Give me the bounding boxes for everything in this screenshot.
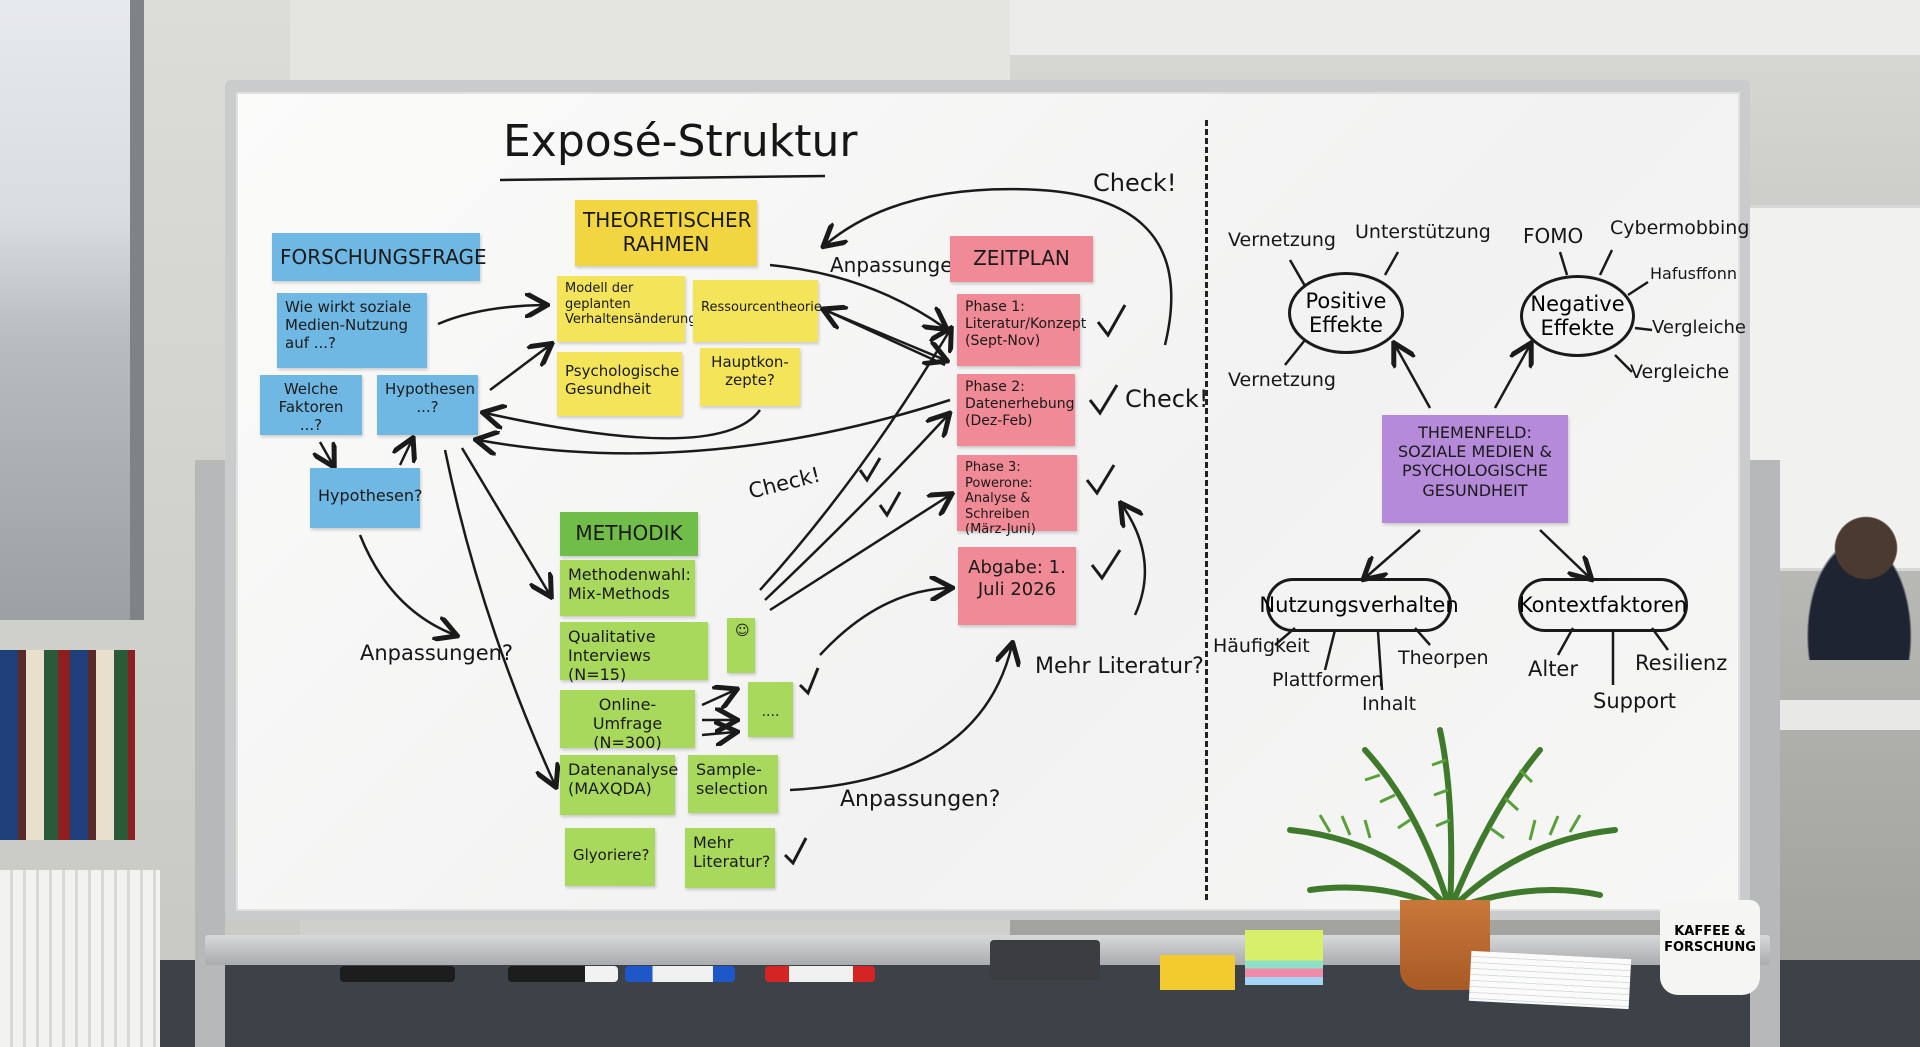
check-text-top: Check!: [1093, 169, 1177, 197]
forschungsfrage-note: Wie wirkt soziale Medien-Nutzung auf ...…: [277, 293, 427, 368]
person-at-desk: [1785, 500, 1920, 660]
theoretischer-rahmen-header: THEORETISCHER RAHMEN: [575, 200, 757, 266]
nutzung-label: Plattformen: [1272, 669, 1384, 691]
datenanalyse-note: Datenanalyse (MAXQDA): [560, 755, 678, 815]
positive-effekte-bubble: Positive Effekte: [1288, 272, 1404, 354]
ressourcentheorie-note: Ressourcentheorie: [693, 280, 822, 342]
methodenwahl-note: Methodenwahl: Mix-Methods: [560, 560, 695, 616]
coffee-mug: KAFFEE & FORSCHUNG: [1660, 900, 1760, 995]
mehr-literatur-note: Mehr Literatur?: [685, 828, 775, 888]
potted-plant: [1287, 727, 1618, 913]
red-marker[interactable]: [765, 966, 875, 982]
negative-label: Cybermobbing: [1610, 217, 1750, 239]
themenfeld-center-note: THEMENFELD: SOZIALE MEDIEN & PSYCHOLOGIS…: [1382, 415, 1568, 523]
desk: [1780, 700, 1920, 730]
methodik-header: METHODIK: [560, 512, 698, 556]
faktoren-note: Welche Faktoren ...?: [260, 375, 362, 435]
nutzungsverhalten-bubble: Nutzungsverhalten: [1259, 578, 1459, 632]
negative-label: FOMO: [1523, 224, 1584, 248]
psychologische-gesundheit-note: Psychologische Gesundheit: [557, 352, 682, 416]
abgabe-note: Abgabe: 1. Juli 2026: [958, 547, 1076, 625]
qualitative-interviews-note: Qualitative Interviews (N=15): [560, 622, 708, 684]
kontext-label: Alter: [1528, 657, 1578, 681]
check-text-mid: Check!: [1125, 385, 1209, 413]
nutzung-label: Häufigkeit: [1213, 635, 1310, 657]
ceiling: [1010, 0, 1920, 55]
online-umfrage-note: Online-Umfrage (N=300): [560, 690, 695, 752]
phase3-note: Phase 3: Powerone: Analyse & Schreiben (…: [957, 455, 1077, 537]
sticky-note-stack[interactable]: [1245, 930, 1323, 985]
sticky-note-pad[interactable]: [1160, 955, 1235, 990]
black-marker[interactable]: [340, 966, 455, 982]
eraser[interactable]: [990, 940, 1100, 980]
positive-label: Unterstützung: [1355, 221, 1491, 243]
negative-label: Vergleiche: [1630, 361, 1730, 383]
black-marker[interactable]: [508, 966, 618, 982]
modell-note: Modell der geplanten Verhaltensänderung: [557, 276, 696, 342]
phase1-note: Phase 1: Literatur/Konzept (Sept-Nov): [957, 294, 1086, 366]
anpassungen-text-zeitplan: Anpassungen?: [830, 253, 976, 277]
sample-selection-note: Sample-selection: [688, 755, 778, 813]
dots-note: ....: [748, 682, 793, 737]
forschungsfrage-header: FORSCHUNGSFRAGE: [272, 233, 487, 281]
blue-marker[interactable]: [625, 966, 735, 982]
positive-label: Vernetzung: [1228, 369, 1336, 391]
radiator: [0, 870, 160, 1047]
negative-effekte-bubble: Negative Effekte: [1520, 275, 1635, 357]
hypothesen-note: Hypothesen ...?: [377, 375, 478, 435]
phase2-note: Phase 2: Datenerhebung (Dez-Feb): [957, 374, 1075, 446]
anpassungen-text-bottom: Anpassungen?: [840, 787, 1001, 812]
negative-label: Hafusffonn: [1650, 264, 1738, 283]
glyoriere-note: Glyoriere?: [565, 828, 655, 886]
negative-label: Vergleiche: [1652, 317, 1746, 338]
nutzung-label: Theorpen: [1398, 647, 1489, 669]
hauptkonzepte-note: Hauptkon-zepte?: [700, 348, 800, 406]
positive-label: Vernetzung: [1228, 229, 1336, 251]
hypothesen-note-2: Hypothesen?: [310, 468, 423, 528]
mehr-literatur-text: Mehr Literatur?: [1035, 654, 1204, 679]
anpassungen-text-left: Anpassungen?: [360, 641, 514, 665]
board-title: Exposé-Struktur: [503, 116, 858, 167]
zeitplan-header: ZEITPLAN: [950, 236, 1093, 282]
books-stack: [0, 650, 135, 840]
notebook: [1468, 950, 1632, 1010]
kontextfaktoren-bubble: Kontextfaktoren: [1518, 578, 1688, 632]
kontext-label: Resilienz: [1635, 651, 1728, 675]
window: [0, 0, 144, 620]
board-divider-line: [1205, 120, 1208, 900]
small-figure-note: ☺: [727, 618, 755, 673]
nutzung-label: Inhalt: [1362, 693, 1417, 715]
kontext-label: Support: [1593, 689, 1677, 713]
